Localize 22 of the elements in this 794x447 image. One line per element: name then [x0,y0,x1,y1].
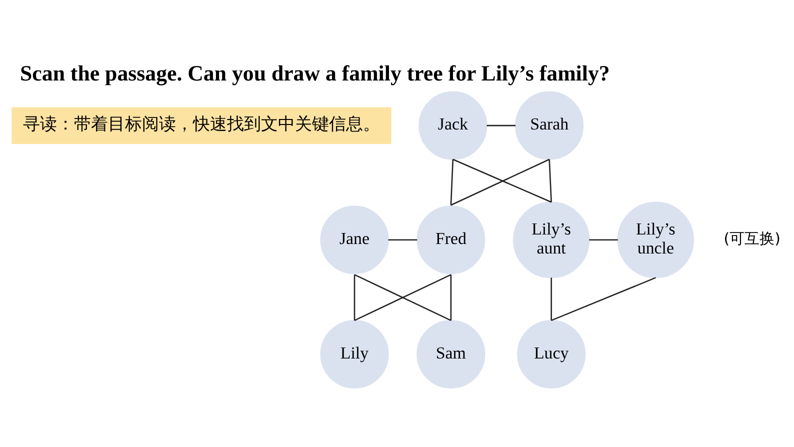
connector [550,277,552,320]
connector [388,238,418,240]
node-circle: Sarah [515,90,584,160]
node-circle: Fred [416,205,486,274]
connector [450,158,454,205]
connector [551,276,656,321]
connector [354,274,452,321]
node-circle: Sam [416,319,486,388]
node-circle: Lily’s uncle [617,201,694,278]
node-circle: Jane [320,205,389,274]
connector [548,158,552,202]
connector [486,124,516,126]
node-circle: Lily [320,319,389,388]
connector [450,274,452,320]
node-label: (可互换) [724,228,780,247]
node-circle: Jack [418,90,488,160]
diagram-title: Scan the passage. Can you draw a family tree for Lily’s family? [20,60,610,85]
node-circle: Lily’s aunt [513,201,590,278]
connector [589,238,618,240]
node-circle: Lucy [517,319,586,388]
node-box: 寻读：带着目标阅读，快速找到文中关键信息。 [12,106,392,144]
connector [354,274,356,320]
